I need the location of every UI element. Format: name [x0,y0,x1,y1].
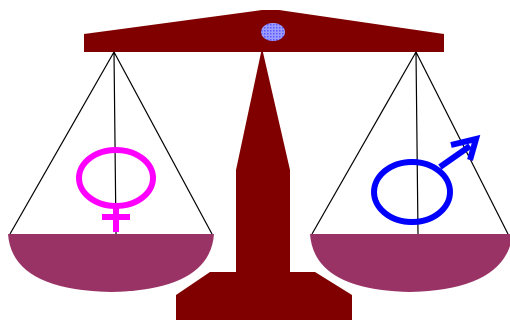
right-pan [310,234,510,292]
scale-stand [176,48,352,320]
scale-post [236,48,290,272]
scale-base [176,272,352,320]
male-symbol-icon [374,139,476,222]
left-pan [8,234,214,292]
pivot-knob [261,23,285,41]
right-pan-strings [312,52,508,234]
